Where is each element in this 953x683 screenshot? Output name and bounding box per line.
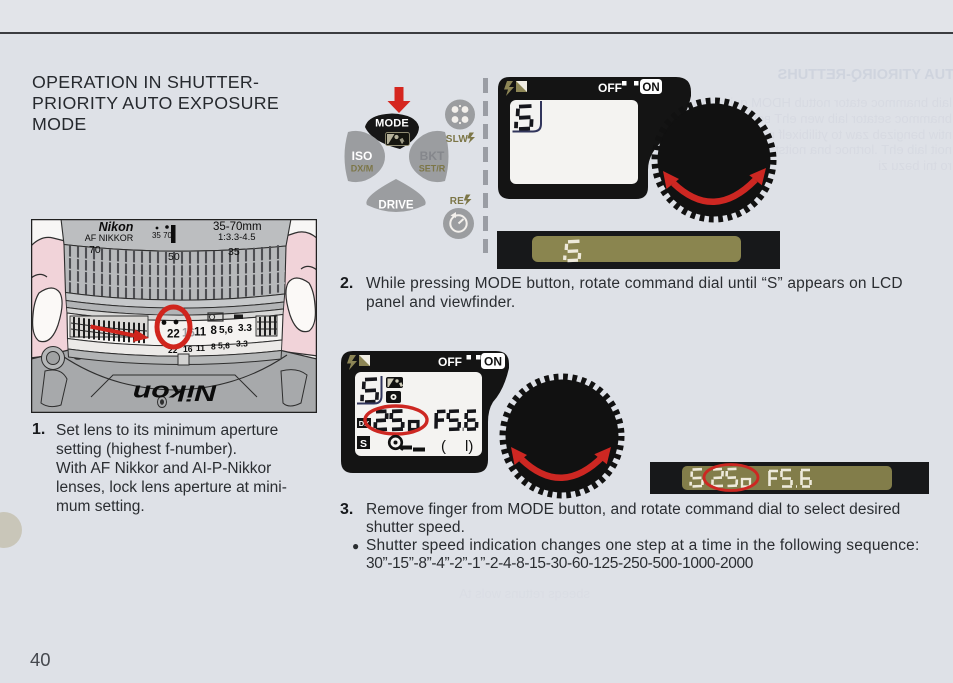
svg-text:70: 70: [89, 244, 101, 256]
svg-text:22: 22: [168, 345, 178, 355]
svg-text:5,6: 5,6: [219, 325, 233, 336]
svg-text:35-70mm: 35-70mm: [213, 221, 262, 233]
svg-text:5,6: 5,6: [218, 341, 230, 351]
svg-text:OFF: OFF: [598, 81, 622, 95]
svg-text:3.3: 3.3: [236, 339, 248, 349]
svg-text:ON: ON: [484, 355, 502, 369]
svg-text:OFF: OFF: [438, 355, 462, 369]
svg-text:ON: ON: [642, 82, 659, 94]
svg-text:S: S: [360, 438, 367, 450]
svg-text:3.3: 3.3: [238, 323, 252, 334]
svg-text:DRIVE: DRIVE: [378, 200, 413, 212]
svg-text:BKT: BKT: [420, 149, 445, 163]
svg-text:16: 16: [183, 344, 193, 354]
svg-text:35 70: 35 70: [152, 231, 173, 240]
svg-text:1:3.3-4.5: 1:3.3-4.5: [218, 232, 256, 243]
svg-text:DX/M: DX/M: [351, 164, 374, 174]
svg-text:SET/R: SET/R: [419, 164, 446, 174]
svg-text:ISO: ISO: [352, 149, 373, 163]
svg-text:11: 11: [196, 343, 205, 353]
svg-text:MODE: MODE: [375, 118, 409, 130]
svg-text:Nikon: Nikon: [99, 220, 134, 234]
svg-text:Nikon: Nikon: [133, 381, 217, 406]
svg-text:50: 50: [168, 251, 180, 263]
svg-text:SLW: SLW: [446, 134, 469, 145]
svg-text:8: 8: [211, 342, 216, 352]
svg-text:DX: DX: [359, 419, 369, 428]
svg-text:11: 11: [194, 327, 207, 339]
svg-text:35: 35: [228, 246, 240, 258]
svg-text:l): l): [465, 438, 473, 455]
svg-text:22: 22: [167, 329, 180, 341]
svg-text:8: 8: [211, 325, 218, 337]
svg-text:AF NIKKOR: AF NIKKOR: [85, 233, 134, 243]
svg-text:RE: RE: [450, 196, 464, 207]
svg-text:(: (: [441, 438, 446, 455]
